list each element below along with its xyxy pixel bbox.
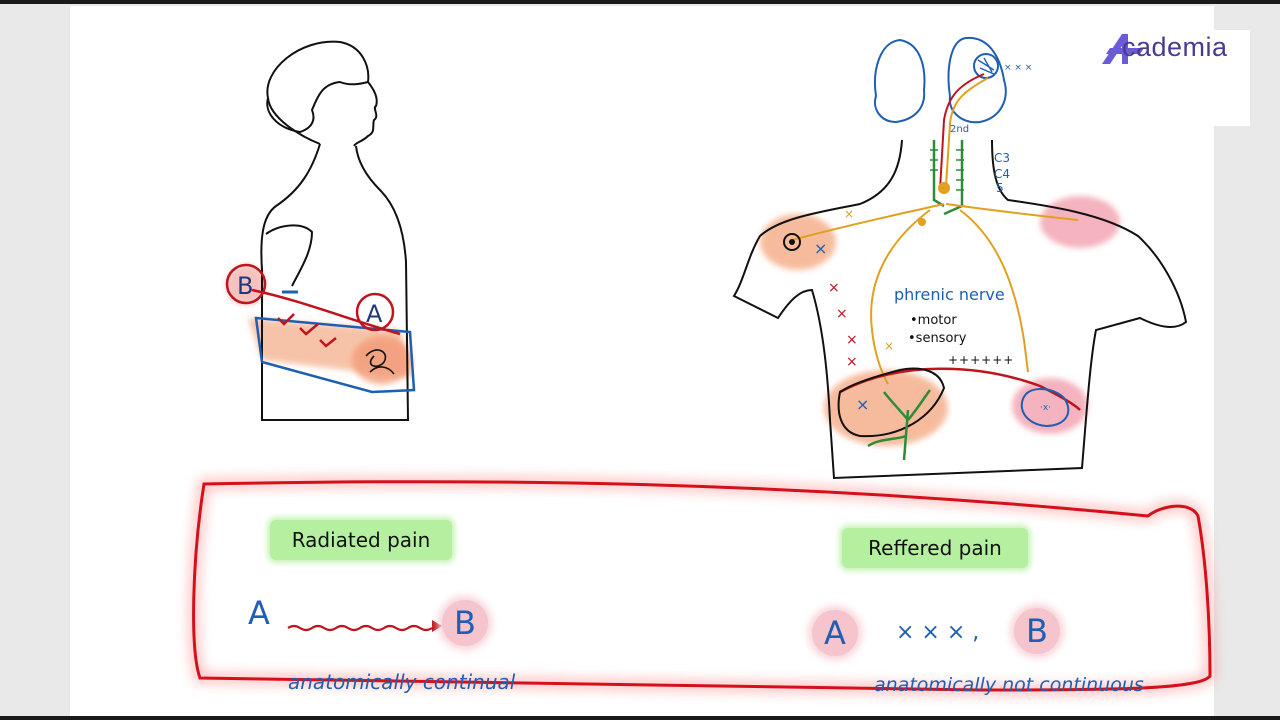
academia-logo-text: cademia <box>1122 32 1228 63</box>
red-x-marks-4: × <box>846 354 858 370</box>
spleen-mark: ·x· <box>1040 403 1051 413</box>
bottom-edge-bar <box>0 716 1280 720</box>
head-outline <box>267 42 376 146</box>
referred-pain-pill: Reffered pain <box>842 528 1028 568</box>
motor-label: •motor <box>910 313 957 328</box>
academia-logo: cademia <box>1092 30 1250 126</box>
lung-lesion <box>974 54 998 78</box>
radiated-pain-title: Radiated pain <box>292 528 431 552</box>
legend-red-frame-glow <box>194 482 1210 690</box>
level-c3: C3 <box>994 151 1010 165</box>
left-lung <box>875 40 924 122</box>
phrenic-nerve-label: phrenic nerve <box>894 285 1005 304</box>
radiated-arrowhead <box>432 620 442 632</box>
right-lung <box>949 38 1006 122</box>
plus-marks: ++++++ <box>948 353 1014 367</box>
referred-b-badge: B <box>1014 608 1060 654</box>
radiated-a-badge: A <box>236 590 282 636</box>
referred-pain-title: Reffered pain <box>868 536 1002 560</box>
referred-a-label: A <box>824 614 846 652</box>
lung-lesion-hatch <box>978 58 994 74</box>
radiated-note: anatomically continual <box>288 670 515 694</box>
second-label: 2nd <box>950 124 969 135</box>
red-x-marks: × <box>828 280 840 296</box>
referred-x-marks: × × × , <box>896 620 979 645</box>
red-x-marks-3: × <box>846 332 858 348</box>
left-pain-spot-highlight <box>352 336 412 384</box>
level-5: 5 <box>996 181 1004 195</box>
level-c4: C4 <box>994 167 1010 181</box>
radiated-a-label: A <box>248 594 270 632</box>
referred-note: anatomically not continuous <box>874 674 1144 696</box>
radiated-wavy-arrow <box>288 626 432 630</box>
hair-outline <box>267 82 368 132</box>
referred-a-badge: A <box>812 610 858 656</box>
radiated-pain-pill: Radiated pain <box>270 520 452 560</box>
lung-x-marks: × × × <box>1004 63 1032 73</box>
x-mark-shoulder: × <box>814 239 827 258</box>
red-x-marks-2: × <box>836 306 848 322</box>
shoulder-target-dot <box>789 239 795 245</box>
orange-x-mark-1: × <box>844 207 854 221</box>
orange-x-mark-2: × <box>884 339 894 353</box>
ganglion <box>938 182 950 194</box>
referred-b-label: B <box>1026 612 1048 650</box>
radiated-b-badge: B <box>442 600 488 646</box>
left-label-a: A <box>366 300 383 328</box>
legend-red-frame <box>194 482 1210 690</box>
left-figure: B A <box>226 42 414 420</box>
left-label-b: B <box>237 272 253 300</box>
arm-outline <box>266 225 312 286</box>
legend-box <box>194 482 1210 690</box>
x-mark-liver: × <box>856 395 869 414</box>
sensory-label: •sensory <box>908 331 967 346</box>
radiated-b-label: B <box>454 604 476 642</box>
